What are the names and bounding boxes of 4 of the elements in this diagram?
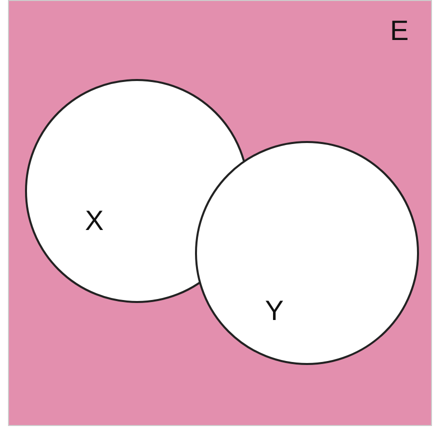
- set-label: X: [85, 207, 104, 235]
- set-label: Y: [265, 297, 284, 325]
- universal-set-box: [8, 0, 432, 426]
- set-label: E: [390, 17, 409, 45]
